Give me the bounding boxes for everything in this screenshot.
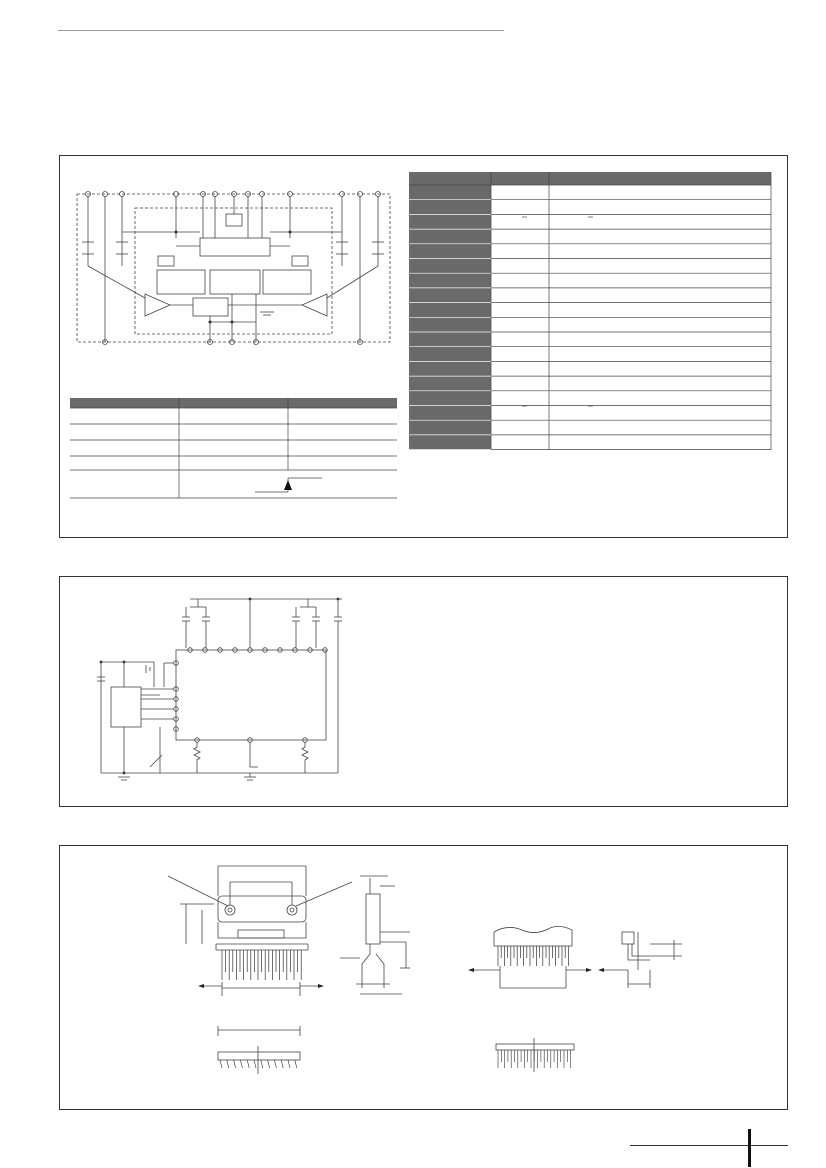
bottom-lead-left xyxy=(260,1059,264,1069)
transistor-pair-right xyxy=(336,241,384,255)
ic-outline xyxy=(175,649,327,741)
small-block-left xyxy=(157,255,175,267)
footer-page-marker xyxy=(748,1129,751,1167)
inner-dashed-frame xyxy=(134,207,333,335)
application-circuit-panel xyxy=(59,576,788,807)
bottom-lead-left xyxy=(246,1059,250,1069)
bias-block xyxy=(192,297,229,317)
bottom-lead-left xyxy=(226,1059,230,1069)
top-rule xyxy=(58,30,504,31)
block-diagram-panel xyxy=(59,155,788,538)
ref-block xyxy=(225,213,243,227)
small-table-arrow xyxy=(284,480,292,490)
dim-arrow-alt-left xyxy=(468,968,474,972)
driver-block-left xyxy=(156,269,206,295)
dim-arrow-right xyxy=(318,984,324,988)
dim-arrow-alt-right xyxy=(586,968,592,972)
lead-bottom-view-left xyxy=(217,1026,301,1074)
ic-top-pins xyxy=(187,647,328,653)
dim-arrow-left xyxy=(198,984,204,988)
package-front-view xyxy=(167,865,353,996)
capacitor-group-right xyxy=(292,599,320,648)
bottom-lead-left xyxy=(274,1059,277,1069)
small-block-right xyxy=(291,255,309,267)
dim-arrow-side-left xyxy=(598,968,604,972)
bottom-lead-left xyxy=(267,1059,270,1069)
bottom-lead-left xyxy=(219,1059,223,1069)
bottom-lead-left xyxy=(294,1059,298,1069)
bottom-lead-left xyxy=(253,1059,257,1069)
pin-table-header xyxy=(409,172,771,185)
driver-block-right xyxy=(262,269,312,295)
block-diagram-svg xyxy=(70,172,772,499)
bottom-lead-left xyxy=(287,1059,291,1069)
small-table-header xyxy=(70,398,397,408)
application-circuit-svg xyxy=(97,597,342,781)
driver-block-center xyxy=(209,269,261,295)
transistor-pair-left xyxy=(82,241,128,255)
package-dimensions-panel xyxy=(59,845,788,1110)
resistor-left xyxy=(193,742,201,773)
bottom-lead-left xyxy=(240,1059,243,1069)
alt-lead-form-side xyxy=(600,931,682,988)
footer-rule xyxy=(630,1145,788,1146)
bottom-lead-left xyxy=(280,1059,284,1069)
amp-left xyxy=(144,293,171,317)
logic-block xyxy=(199,237,271,257)
controller-block xyxy=(110,686,142,728)
outer-dashed-frame xyxy=(76,193,391,343)
bottom-lead-left xyxy=(233,1059,236,1069)
capacitor-group-left xyxy=(182,599,210,648)
package-dimensions-svg xyxy=(167,865,682,1074)
pin-table xyxy=(409,172,771,450)
amp-right xyxy=(301,293,328,317)
resistor-right xyxy=(301,742,309,773)
package-side-view xyxy=(340,875,410,995)
small-table xyxy=(70,398,397,499)
